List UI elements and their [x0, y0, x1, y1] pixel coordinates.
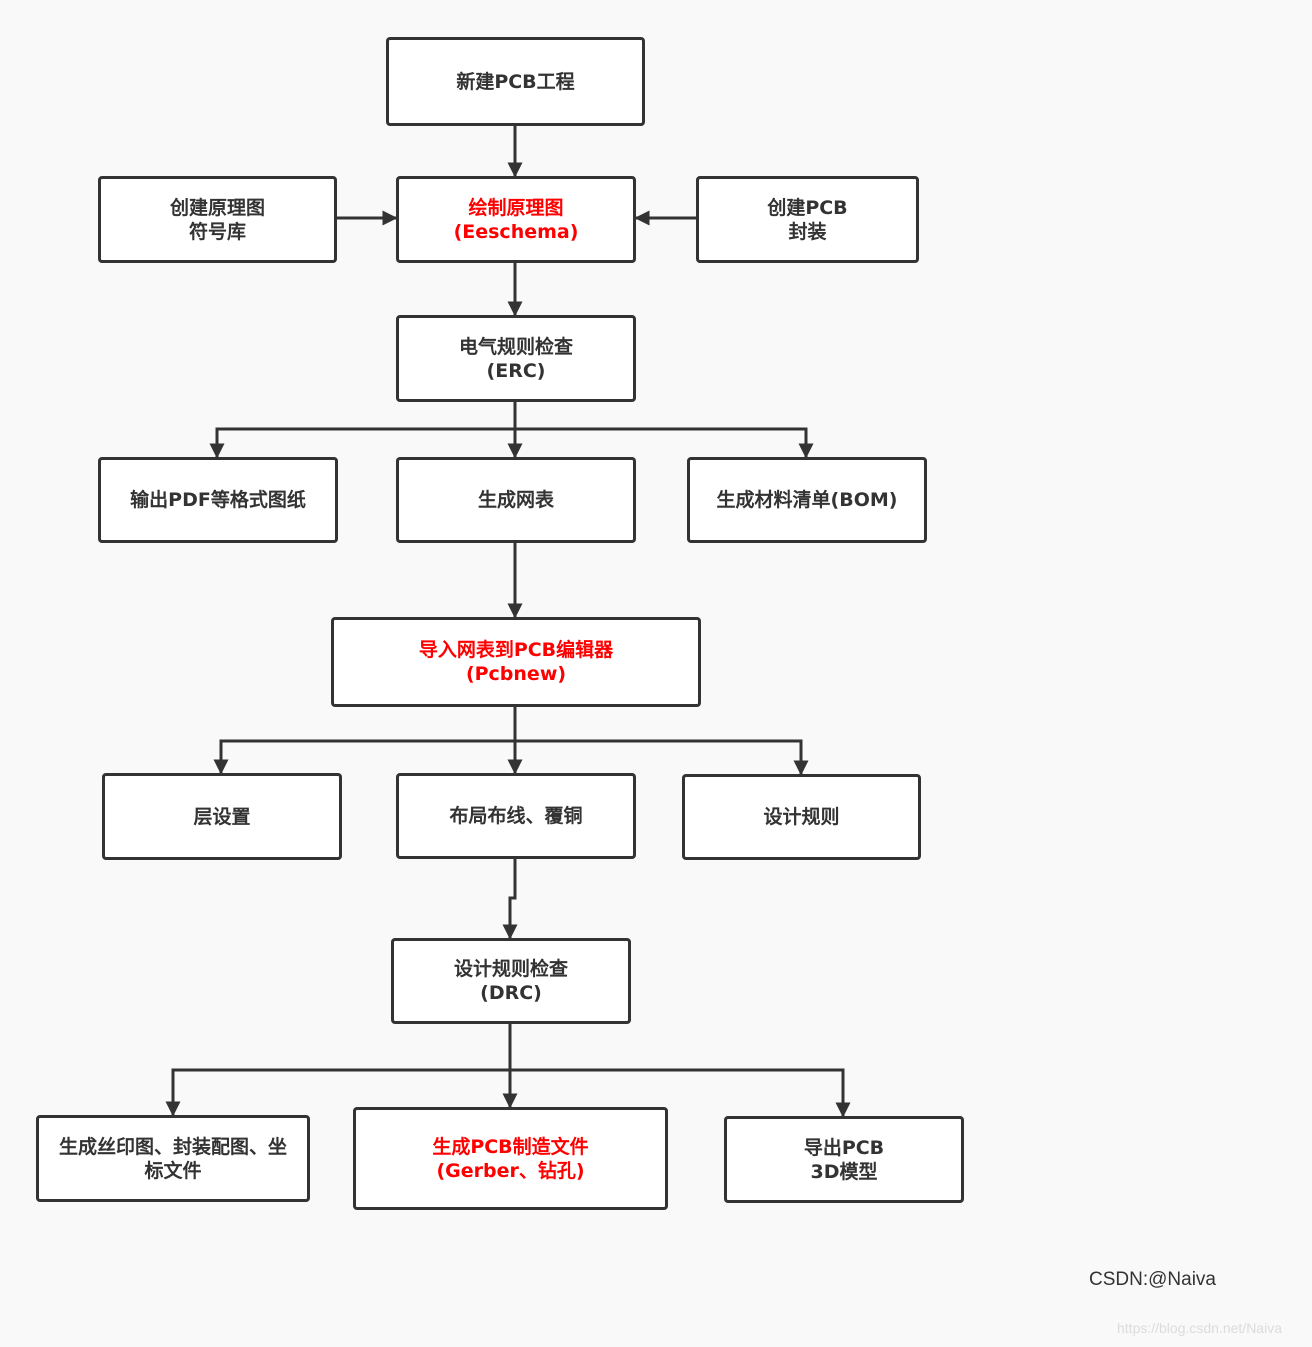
- node-design-rules: 设计规则: [682, 774, 921, 860]
- arrow-routing-to-drc: [502, 859, 518, 940]
- author-watermark: CSDN:@Naiva: [1089, 1269, 1216, 1290]
- node-footprint: 创建PCB 封装: [696, 176, 919, 263]
- node-label: 生成丝印图、封装配图、坐: [58, 1135, 287, 1158]
- node-label: (Pcbnew): [465, 663, 567, 685]
- arrow-erc-to-bom: [515, 427, 814, 459]
- node-silkscreen: 生成丝印图、封装配图、坐 标文件: [36, 1115, 310, 1202]
- node-label: 创建PCB: [767, 196, 848, 219]
- arrow-pcbnew-to-rules: [515, 739, 809, 776]
- node-layers: 层设置: [102, 773, 342, 860]
- arrow-drc-to-model3d: [510, 1068, 851, 1118]
- node-label: 创建原理图: [169, 196, 265, 219]
- node-label: 电气规则检查: [458, 335, 573, 358]
- node-erc: 电气规则检查 (ERC): [396, 315, 636, 402]
- node-label: 设计规则检查: [453, 958, 568, 980]
- node-gerber: 生成PCB制造文件 (Gerber、钻孔): [353, 1107, 668, 1210]
- node-label: 设计规则: [763, 806, 840, 828]
- url-watermark: https://blog.csdn.net/Naiva: [1117, 1320, 1282, 1336]
- node-schematic: 绘制原理图 (Eeschema): [396, 176, 636, 263]
- node-label: 绘制原理图: [468, 196, 564, 219]
- node-bom: 生成材料清单(BOM): [687, 457, 927, 543]
- node-label: 新建PCB工程: [456, 70, 575, 93]
- node-label: (DRC): [480, 982, 542, 1004]
- node-label: 布局布线、覆铜: [449, 805, 583, 827]
- arrow-drc-to-silk: [165, 1024, 512, 1117]
- node-label: 符号库: [188, 220, 246, 243]
- arrow-erc-to-pdf: [209, 402, 517, 459]
- arrow-pcbnew-to-layers: [213, 707, 517, 775]
- node-drc: 设计规则检查 (DRC): [391, 938, 631, 1024]
- node-symbol-library: 创建原理图 符号库: [98, 176, 337, 263]
- node-label: 输出PDF等格式图纸: [130, 489, 306, 511]
- node-label: 封装: [788, 220, 827, 243]
- node-label: 导入网表到PCB编辑器: [418, 639, 614, 661]
- node-pdf: 输出PDF等格式图纸: [98, 457, 338, 543]
- node-label: 标文件: [144, 1159, 202, 1182]
- node-label: (Gerber、钻孔): [436, 1159, 585, 1182]
- node-new-project: 新建PCB工程: [386, 37, 645, 126]
- node-netlist: 生成网表: [396, 457, 636, 543]
- node-label: 3D模型: [810, 1160, 878, 1183]
- node-label: (ERC): [486, 359, 546, 382]
- node-label: 层设置: [193, 805, 251, 828]
- node-pcbnew: 导入网表到PCB编辑器 (Pcbnew): [331, 617, 701, 707]
- node-label: 生成PCB制造文件: [432, 1135, 589, 1158]
- node-routing: 布局布线、覆铜: [396, 773, 636, 859]
- node-label: 生成网表: [477, 489, 554, 511]
- node-3d-model: 导出PCB 3D模型: [724, 1116, 964, 1203]
- node-label: 导出PCB: [803, 1136, 885, 1159]
- node-label: (Eeschema): [453, 220, 579, 243]
- node-label: 生成材料清单(BOM): [716, 489, 898, 511]
